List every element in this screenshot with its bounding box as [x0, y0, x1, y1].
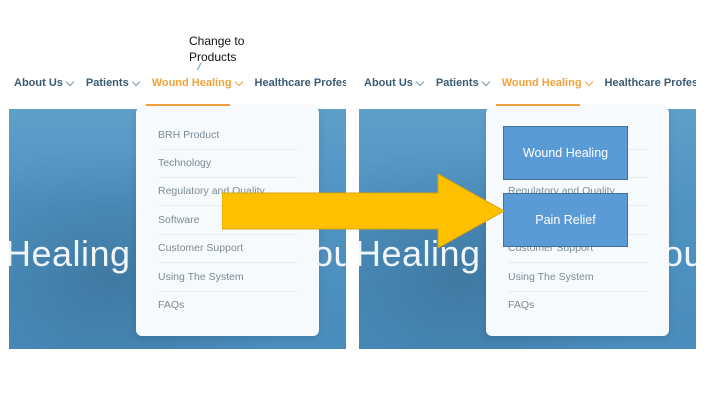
nav-wound-healing[interactable]: Wound Healing	[501, 77, 593, 89]
nav-label: Wound Healing	[501, 77, 582, 89]
nav-healthcare-professionals[interactable]: Healthcare Professio	[255, 77, 346, 89]
active-tab-underline	[496, 104, 580, 106]
nav-label: Healthcare Professio	[604, 77, 696, 89]
nav-label: About Us	[364, 77, 413, 89]
nav-label: About Us	[14, 77, 63, 89]
nav-about-us[interactable]: About Us	[364, 77, 425, 89]
nav-healthcare-professionals[interactable]: Healthcare Professio	[605, 77, 696, 89]
chevron-down-icon	[415, 77, 425, 86]
chevron-down-icon	[65, 77, 75, 86]
nav-about-us[interactable]: About Us	[14, 77, 75, 89]
nav-patients[interactable]: Patients	[85, 77, 140, 89]
nav-patients[interactable]: Patients	[435, 77, 490, 89]
nav-label: Wound Healing	[151, 77, 232, 89]
dropdown-item-customer-support[interactable]: Customer Support	[158, 234, 298, 263]
active-tab-underline	[146, 104, 230, 106]
nav-label: Patients	[435, 77, 479, 89]
chevron-down-icon	[481, 77, 490, 86]
dropdown-item-using-the-system[interactable]: Using The System	[158, 263, 298, 292]
main-nav: About Us Patients Wound Healing Healthca…	[359, 70, 696, 96]
dropdown-item-using-the-system[interactable]: Using The System	[508, 263, 648, 292]
annotation-line-2: Products	[189, 50, 237, 64]
nav-label: Healthcare Professio	[254, 77, 346, 89]
dropdown-item-faqs[interactable]: FAQs	[158, 299, 185, 311]
dropdown-item-technology[interactable]: Technology	[158, 149, 298, 178]
main-nav: About Us Patients Wound Healing Healthca…	[9, 70, 346, 96]
nav-label: Patients	[85, 77, 129, 89]
dropdown-item-brh-product[interactable]: BRH Product	[158, 121, 298, 150]
proposed-item-pain-relief[interactable]: Pain Relief	[503, 193, 628, 247]
dropdown-item-faqs[interactable]: FAQs	[508, 299, 535, 311]
chevron-down-icon	[131, 77, 140, 86]
arrow-right-icon	[222, 174, 504, 248]
nav-wound-healing[interactable]: Wound Healing	[151, 77, 243, 89]
proposed-item-wound-healing[interactable]: Wound Healing	[503, 126, 628, 180]
chevron-down-icon	[234, 77, 243, 86]
dropdown-item-software[interactable]: Software	[158, 206, 298, 235]
chevron-down-icon	[584, 77, 593, 86]
annotation-callout: Change to Products	[189, 33, 244, 65]
annotation-line-1: Change to	[189, 34, 245, 48]
